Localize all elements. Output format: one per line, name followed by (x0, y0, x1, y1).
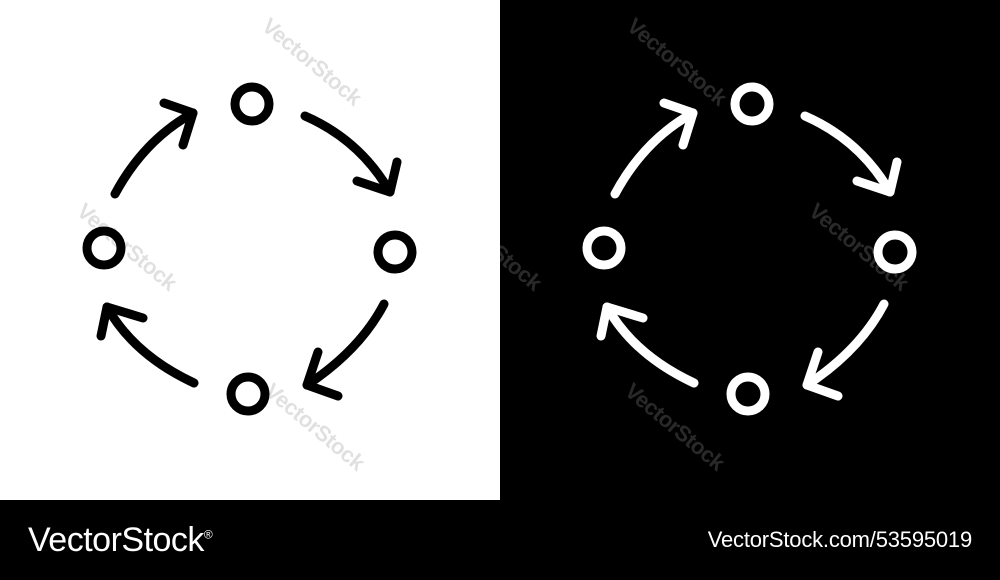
image-id: VectorStock.com/53595019 (707, 527, 972, 552)
arrow-top-right (300, 111, 402, 197)
registered-mark: ® (203, 527, 213, 542)
arrow-top-left (110, 98, 198, 199)
arrow-bottom-left (96, 302, 199, 388)
node-bottom (226, 372, 270, 416)
node-right (373, 230, 417, 274)
brand-logo: VectorStock® (28, 520, 213, 560)
node-top (730, 82, 774, 126)
arrow-bottom-left (596, 302, 699, 388)
node-left (582, 226, 626, 270)
node-bottom (726, 372, 770, 416)
brand-name: VectorStock (28, 520, 204, 559)
arrow-top-left (610, 98, 698, 199)
light-variant-panel: VectorStock VectorStock VectorStock (0, 0, 500, 500)
node-left (82, 226, 126, 270)
node-right (873, 230, 917, 274)
node-top (230, 82, 274, 126)
arrow-bottom-right (802, 299, 889, 401)
light-background (0, 0, 500, 500)
cycle-arrows-icon-dark (500, 0, 1000, 500)
dark-background (500, 0, 1000, 500)
dark-variant-panel: VectorStock VectorStock VectorStock Vect… (500, 0, 1000, 500)
arrow-top-right (800, 111, 902, 197)
footer-bar: VectorStock® VectorStock.com/53595019 (0, 500, 1000, 580)
cycle-arrows-icon-light (0, 0, 500, 500)
arrow-bottom-right (302, 299, 389, 401)
